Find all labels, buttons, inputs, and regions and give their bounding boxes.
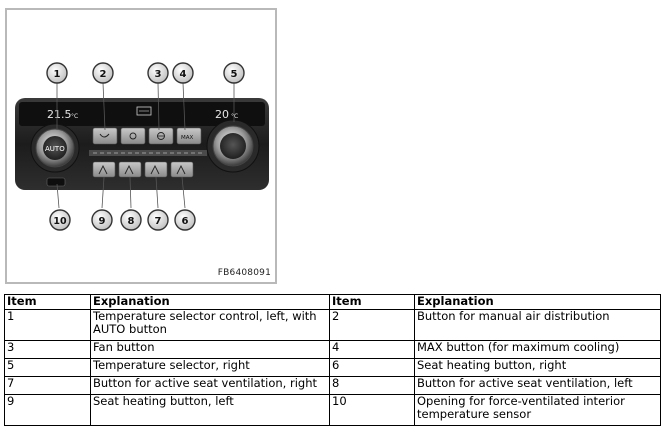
table-header-row: Item Explanation Item Explanation	[4, 294, 661, 310]
item-explanation: MAX button (for maximum cooling)	[414, 340, 661, 359]
seat-heating-right-button[interactable]	[170, 161, 194, 178]
item-number: 9	[4, 394, 91, 426]
display-right-temp: 20	[215, 108, 229, 121]
display-strip	[19, 102, 265, 126]
control-panel-illustration: 21.5 °C 20 °C MAX	[15, 62, 269, 231]
control-panel-figure: 21.5 °C 20 °C MAX	[5, 8, 277, 284]
callout-2: 2	[92, 62, 114, 84]
items-table: Item Explanation Item Explanation 1 Temp…	[4, 294, 661, 426]
item-explanation: Temperature selector control, left, with…	[90, 309, 330, 341]
item-explanation: Button for active seat ventilation, left	[414, 376, 661, 395]
callout-6: 6	[174, 209, 196, 231]
display-right-unit: °C	[231, 113, 238, 120]
fan-level-strip	[89, 150, 207, 156]
display-center-icon	[136, 106, 152, 116]
max-button-label: MAX	[181, 135, 194, 141]
item-number: 1	[4, 309, 91, 341]
svg-text:8: 8	[128, 216, 135, 227]
header-item-left: Item	[4, 294, 91, 310]
item-number: 4	[329, 340, 415, 359]
leader-lines	[56, 82, 235, 209]
recirculation-icon	[129, 132, 137, 140]
fan-icon	[157, 132, 165, 140]
svg-text:5: 5	[231, 69, 238, 80]
item-number: 8	[329, 376, 415, 395]
left-temperature-knob[interactable]: AUTO	[30, 123, 80, 173]
item-explanation: Button for manual air distribution	[414, 309, 661, 341]
item-number: 5	[4, 358, 91, 377]
right-temperature-knob[interactable]	[206, 119, 260, 173]
seat-ventilation-right-icon	[150, 164, 160, 175]
display-left-temp: 21.5	[47, 108, 72, 121]
svg-text:1: 1	[54, 69, 61, 80]
seat-ventilation-left-button[interactable]	[118, 161, 142, 178]
air-distribution-icon	[99, 133, 110, 138]
item-number: 7	[4, 376, 91, 395]
svg-text:9: 9	[99, 216, 106, 227]
callout-9: 9	[91, 209, 113, 231]
header-item-right: Item	[329, 294, 415, 310]
item-number: 2	[329, 309, 415, 341]
svg-text:2: 2	[100, 69, 107, 80]
seat-heating-left-icon	[98, 164, 108, 175]
callout-7: 7	[147, 209, 169, 231]
item-number: 10	[329, 394, 415, 426]
upper-button-row: MAX	[92, 127, 202, 145]
svg-text:4: 4	[180, 69, 187, 80]
item-number: 3	[4, 340, 91, 359]
item-explanation: Button for active seat ventilation, righ…	[90, 376, 330, 395]
callout-10: 10	[49, 209, 71, 231]
svg-text:6: 6	[182, 216, 189, 227]
callout-3: 3	[147, 62, 169, 84]
auto-button-label[interactable]: AUTO	[45, 145, 65, 153]
svg-text:3: 3	[155, 69, 162, 80]
seat-heating-left-button[interactable]	[92, 161, 116, 178]
sensor-opening	[46, 177, 66, 187]
callout-1: 1	[46, 62, 68, 84]
table-row: 1 Temperature selector control, left, wi…	[4, 309, 661, 341]
table-row: 5 Temperature selector, right 6 Seat hea…	[4, 358, 661, 377]
figure-code: FB6408091	[217, 268, 271, 278]
item-number: 6	[329, 358, 415, 377]
seat-heating-right-icon	[176, 164, 186, 175]
display-left-unit: °C	[71, 113, 78, 120]
max-button[interactable]	[176, 127, 202, 145]
air-distribution-button[interactable]	[92, 127, 118, 145]
seat-ventilation-right-button[interactable]	[144, 161, 168, 178]
header-explanation-left: Explanation	[90, 294, 330, 310]
item-explanation: Opening for force-ventilated interior te…	[414, 394, 661, 426]
callout-8: 8	[120, 209, 142, 231]
item-explanation: Temperature selector, right	[90, 358, 330, 377]
svg-text:7: 7	[155, 216, 162, 227]
item-explanation: Seat heating button, right	[414, 358, 661, 377]
callout-5: 5	[223, 62, 245, 84]
callout-4: 4	[172, 62, 194, 84]
table-row: 9 Seat heating button, left 10 Opening f…	[4, 394, 661, 426]
seat-ventilation-left-icon	[124, 164, 134, 175]
recirculation-button[interactable]	[120, 127, 146, 145]
header-explanation-right: Explanation	[414, 294, 661, 310]
table-row: 3 Fan button 4 MAX button (for maximum c…	[4, 340, 661, 359]
item-explanation: Seat heating button, left	[90, 394, 330, 426]
item-explanation: Fan button	[90, 340, 330, 359]
table-row: 7 Button for active seat ventilation, ri…	[4, 376, 661, 395]
svg-text:10: 10	[53, 216, 67, 227]
